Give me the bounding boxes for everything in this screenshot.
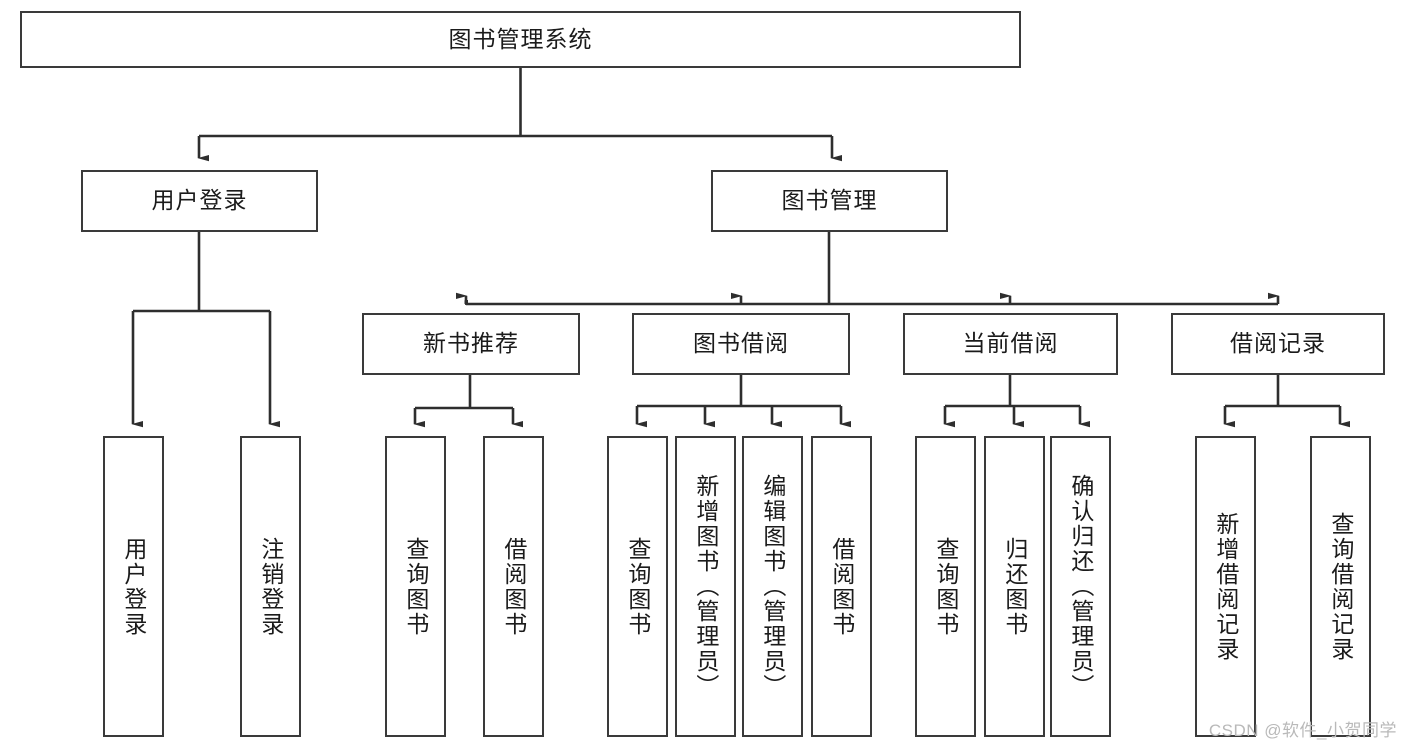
node-new-book-recommend[interactable]: 新书推荐: [362, 313, 580, 375]
node-leaf-borrow-book-1[interactable]: 借阅图书: [483, 436, 544, 737]
node-leaf-confirm-return[interactable]: 确认归还（管理员）: [1050, 436, 1111, 737]
node-leaf-user-login[interactable]: 用户登录: [103, 436, 164, 737]
node-borrow-records-label: 借阅记录: [1230, 330, 1326, 357]
node-leaf-add-record-label: 新增借阅记录: [1212, 511, 1239, 662]
node-leaf-query-book-1-label: 查询图书: [402, 536, 429, 637]
node-leaf-borrow-book-1-label: 借阅图书: [500, 536, 527, 637]
node-leaf-add-book[interactable]: 新增图书（管理员）: [675, 436, 736, 737]
node-root[interactable]: 图书管理系统: [20, 11, 1021, 68]
node-leaf-return-book[interactable]: 归还图书: [984, 436, 1045, 737]
node-leaf-user-logout[interactable]: 注销登录: [240, 436, 301, 737]
node-root-label: 图书管理系统: [448, 25, 593, 52]
node-leaf-query-book-3[interactable]: 查询图书: [915, 436, 976, 737]
node-book-borrow-label: 图书借阅: [693, 330, 789, 357]
node-leaf-query-record-label: 查询借阅记录: [1327, 511, 1354, 662]
node-book-management[interactable]: 图书管理: [711, 170, 948, 232]
node-current-borrow-label: 当前借阅: [962, 330, 1059, 357]
node-leaf-query-book-1[interactable]: 查询图书: [385, 436, 446, 737]
node-leaf-edit-book[interactable]: 编辑图书（管理员）: [742, 436, 803, 737]
node-leaf-edit-book-label: 编辑图书（管理员）: [759, 474, 786, 699]
node-book-borrow[interactable]: 图书借阅: [632, 313, 850, 375]
watermark-text: CSDN @软件_小贺同学: [1208, 721, 1397, 740]
node-leaf-query-record[interactable]: 查询借阅记录: [1310, 436, 1371, 737]
node-leaf-return-book-label: 归还图书: [1001, 536, 1028, 637]
node-user-login[interactable]: 用户登录: [81, 170, 318, 232]
node-leaf-query-book-3-label: 查询图书: [932, 536, 959, 637]
node-leaf-borrow-book-2-label: 借阅图书: [828, 536, 855, 637]
node-leaf-query-book-2[interactable]: 查询图书: [607, 436, 668, 737]
node-new-book-recommend-label: 新书推荐: [423, 330, 519, 357]
node-book-management-label: 图书管理: [781, 187, 878, 214]
node-leaf-confirm-return-label: 确认归还（管理员）: [1067, 474, 1094, 699]
node-leaf-query-book-2-label: 查询图书: [624, 536, 651, 637]
node-leaf-user-login-label: 用户登录: [120, 536, 147, 637]
node-leaf-add-record[interactable]: 新增借阅记录: [1195, 436, 1256, 737]
node-current-borrow[interactable]: 当前借阅: [903, 313, 1118, 375]
node-leaf-user-logout-label: 注销登录: [257, 536, 284, 637]
node-borrow-records[interactable]: 借阅记录: [1171, 313, 1385, 375]
node-user-login-label: 用户登录: [151, 187, 248, 214]
node-leaf-borrow-book-2[interactable]: 借阅图书: [811, 436, 872, 737]
node-leaf-add-book-label: 新增图书（管理员）: [692, 474, 719, 699]
